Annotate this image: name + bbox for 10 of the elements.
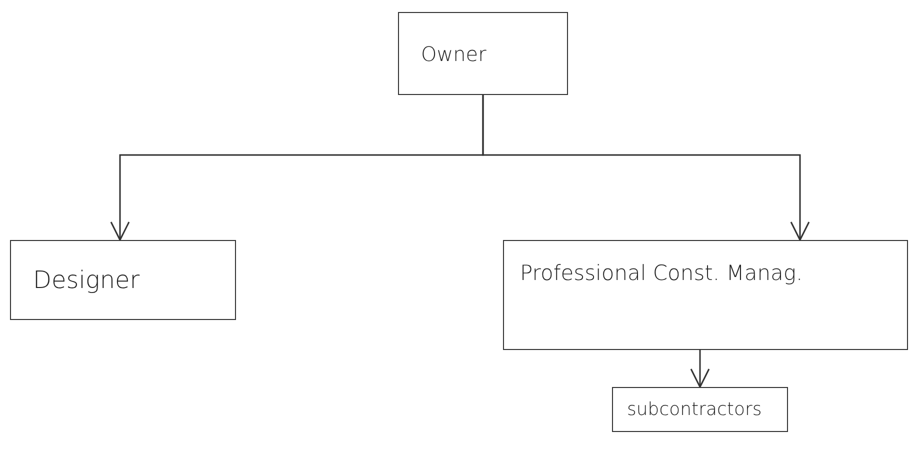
box-label: Designer: [33, 266, 140, 294]
box: [503, 240, 908, 350]
arrow: [690, 350, 710, 388]
box: [10, 240, 236, 320]
box-label: Owner: [421, 42, 486, 66]
box: [398, 12, 568, 95]
box-label: Professional Const. Manag.: [520, 261, 803, 285]
arrow: [482, 95, 810, 241]
box-label: subcontractors: [627, 399, 762, 420]
box: [612, 387, 788, 432]
